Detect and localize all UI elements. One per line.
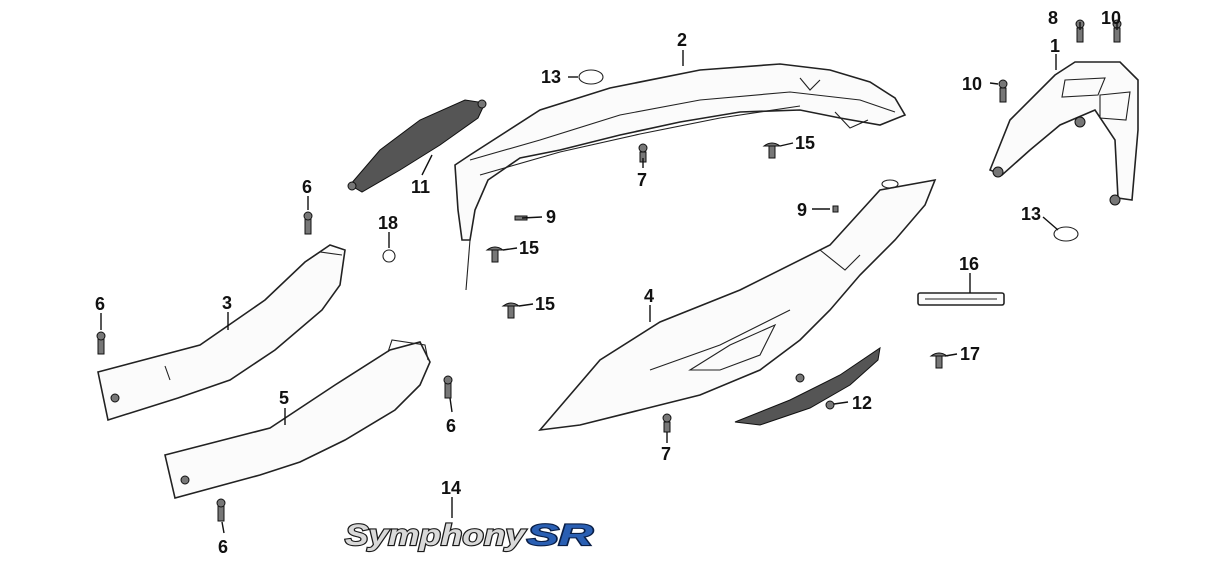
- emblem-word: Symphony: [345, 519, 527, 552]
- callout-13-right: 13: [1021, 204, 1041, 224]
- callout-labels: 1 2 3 4 5 6 6 6 6 7 7 8 9 9 10 10 11 12 …: [95, 8, 1121, 557]
- callout-6-left: 6: [95, 294, 105, 314]
- leader-lines: [100, 22, 1118, 534]
- screw-6a: [303, 211, 313, 235]
- callout-10-left: 10: [962, 74, 982, 94]
- callout-7-bottom: 7: [661, 444, 671, 464]
- callout-3: 3: [222, 293, 232, 313]
- callout-15-mid: 15: [519, 238, 539, 258]
- clip-17: [929, 352, 949, 369]
- callout-9-right: 9: [797, 200, 807, 220]
- rear-carrier-1: [988, 61, 1139, 206]
- screw-6d: [216, 498, 226, 522]
- screw-9b: [832, 205, 839, 213]
- callout-11: 11: [411, 177, 430, 197]
- callout-15-top: 15: [795, 133, 815, 153]
- callout-14: 14: [441, 478, 461, 498]
- clip-7b: [662, 413, 672, 433]
- callout-2: 2: [677, 30, 687, 50]
- screw-6b: [96, 331, 106, 355]
- grille-left: [347, 99, 487, 193]
- callout-15-low: 15: [535, 294, 555, 314]
- callout-12: 12: [852, 393, 872, 413]
- screw-6c: [443, 375, 453, 399]
- clip-15b: [485, 246, 505, 263]
- rear-body-cover: [454, 63, 907, 291]
- emblem-suffix: SR: [527, 519, 594, 552]
- side-panel-3: [97, 244, 346, 422]
- lower-cover-4: [538, 178, 937, 432]
- callout-10-top: 10: [1101, 8, 1121, 28]
- callout-13-top: 13: [541, 67, 561, 87]
- grommet-13-top: [578, 69, 604, 85]
- grille-right: [734, 346, 881, 426]
- strip-16: [917, 292, 1005, 306]
- callout-18: 18: [378, 213, 398, 233]
- callout-9-left: 9: [546, 207, 556, 227]
- clip-15a: [762, 142, 782, 159]
- emblem-14: Symphony SR: [344, 518, 595, 553]
- callout-6-top: 6: [302, 177, 312, 197]
- callout-7-top: 7: [637, 170, 647, 190]
- grommet-13-right: [1053, 226, 1079, 242]
- clip-15c: [501, 302, 521, 319]
- callout-1: 1: [1050, 36, 1060, 56]
- callout-6-bottom: 6: [218, 537, 228, 557]
- callout-16: 16: [959, 254, 979, 274]
- ring-18: [382, 249, 396, 263]
- callout-5: 5: [279, 388, 289, 408]
- bolt-10b: [998, 79, 1008, 103]
- callout-8: 8: [1048, 8, 1058, 28]
- callout-4: 4: [644, 286, 654, 306]
- side-panel-5: [164, 339, 431, 499]
- callout-6-middle: 6: [446, 416, 456, 436]
- callout-17: 17: [960, 344, 980, 364]
